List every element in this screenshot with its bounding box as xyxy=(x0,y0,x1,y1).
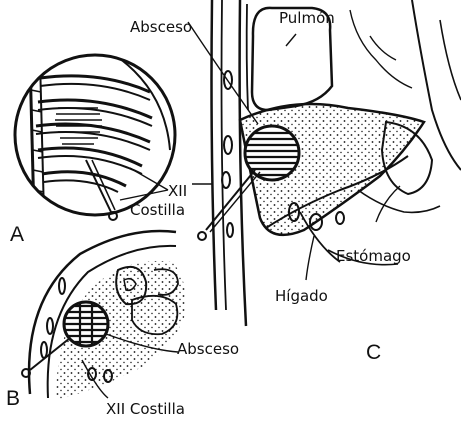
label-higado: Hígado xyxy=(275,289,328,304)
panel-label-b: B xyxy=(6,388,20,409)
label-pulmon: Pulmón xyxy=(279,11,335,26)
panel-c-drawing xyxy=(188,0,461,326)
panel-b-drawing xyxy=(22,231,186,400)
label-absceso-top: Absceso xyxy=(130,20,192,35)
panel-label-c: C xyxy=(366,342,381,363)
label-xii-costilla: XII Costilla xyxy=(106,402,185,417)
label-xii: XII xyxy=(168,184,187,199)
panel-a-drawing xyxy=(15,55,175,220)
label-absceso-bottom: Absceso xyxy=(177,342,239,357)
panel-label-a: A xyxy=(10,224,24,245)
label-estomago: Estómago xyxy=(336,249,411,264)
label-costilla: Costilla xyxy=(130,203,185,218)
